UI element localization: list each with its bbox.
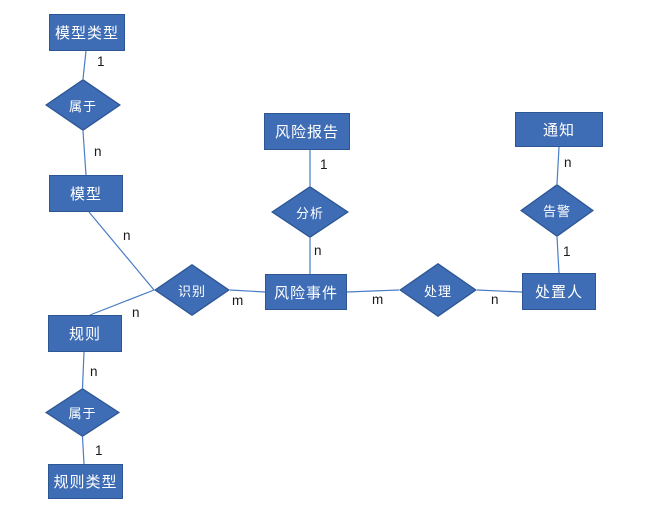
cardinality-rule-belongs: n	[90, 364, 98, 379]
cardinality-model-identify: n	[123, 228, 131, 243]
entity-handler[interactable]: 处置人	[522, 273, 596, 310]
entity-model-type-label: 模型类型	[54, 25, 119, 42]
edge-modeltype-belongs	[82, 50, 87, 80]
cardinality-alert-handler: 1	[563, 244, 571, 259]
entity-model-type[interactable]: 模型类型	[49, 14, 125, 51]
relation-handle-label: 处理	[423, 283, 452, 299]
relation-belongs-model-label: 属于	[68, 98, 97, 114]
diamond-shape-icon	[520, 184, 594, 237]
edge-notification-alert	[556, 146, 560, 185]
entity-risk-report-label: 风险报告	[274, 124, 339, 141]
relation-analyze[interactable]: 分析	[271, 186, 349, 238]
edge-rule-belongs	[81, 351, 85, 389]
cardinality-modeltype-belongs: 1	[97, 54, 105, 69]
relation-belongs-rule[interactable]: 属于	[45, 388, 120, 437]
edge-identify-event	[229, 289, 266, 293]
diamond-shape-icon	[154, 264, 230, 316]
diamond-shape-icon	[399, 263, 477, 317]
edge-alert-handler	[556, 236, 560, 274]
entity-rule-type[interactable]: 规则类型	[48, 464, 123, 499]
cardinality-handle-handler: n	[491, 292, 499, 307]
entity-handler-label: 处置人	[534, 284, 583, 301]
cardinality-event-handle: m	[372, 292, 384, 307]
entity-risk-event-label: 风险事件	[273, 284, 338, 302]
entity-rule-type-label: 规则类型	[53, 474, 118, 491]
cardinality-analyze-event: n	[314, 243, 322, 258]
entity-notification[interactable]: 通知	[515, 112, 603, 147]
edge-rule-identify	[89, 289, 155, 316]
edge-belongs-ruletype	[81, 436, 85, 465]
relation-analyze-label: 分析	[295, 205, 324, 221]
entity-risk-event[interactable]: 风险事件	[265, 274, 347, 310]
entity-rule-label: 规则	[68, 326, 101, 343]
relation-belongs-rule-label: 属于	[68, 406, 97, 421]
diamond-shape-icon	[271, 186, 349, 238]
relation-identify-label: 识别	[177, 283, 206, 299]
edge-model-identify	[88, 211, 155, 291]
entity-notification-label: 通知	[542, 122, 575, 139]
relation-belongs-model[interactable]: 属于	[45, 79, 121, 131]
cardinality-belongs-model: n	[94, 144, 102, 159]
edge-handle-handler	[476, 289, 523, 293]
relation-handle[interactable]: 处理	[399, 263, 477, 317]
cardinality-identify-event: m	[232, 293, 244, 308]
entity-model[interactable]: 模型	[49, 175, 123, 212]
cardinality-rule-identify: n	[132, 305, 140, 320]
diamond-shape-icon	[45, 388, 120, 437]
relation-identify[interactable]: 识别	[154, 264, 230, 316]
cardinality-notification-alert: n	[564, 155, 572, 170]
entity-risk-report[interactable]: 风险报告	[264, 113, 350, 150]
relation-alert[interactable]: 告警	[520, 184, 594, 237]
entity-rule[interactable]: 规则	[48, 315, 122, 352]
relation-alert-label: 告警	[542, 204, 571, 219]
diamond-shape-icon	[45, 79, 121, 131]
entity-model-label: 模型	[69, 186, 102, 203]
cardinality-report-analyze: 1	[320, 157, 328, 172]
edge-belongs-model	[82, 130, 87, 176]
cardinality-belongs-ruletype: 1	[95, 443, 103, 458]
